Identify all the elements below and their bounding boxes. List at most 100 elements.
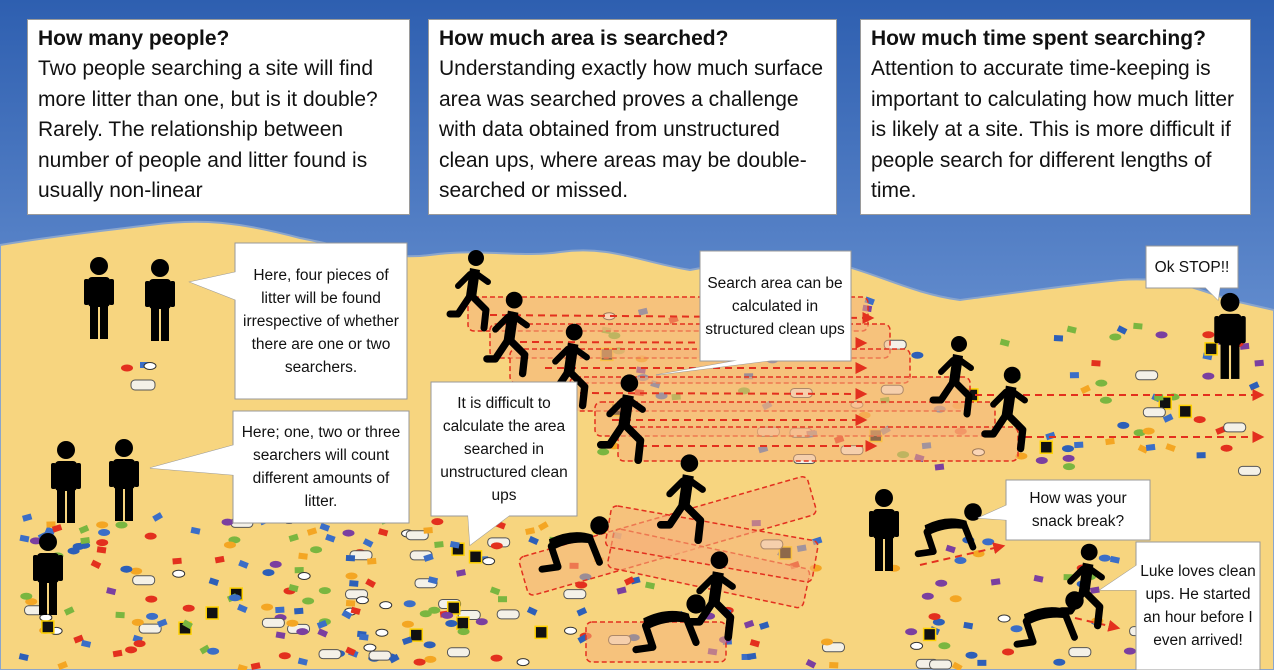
litter-piece xyxy=(106,587,117,596)
litter-piece xyxy=(576,607,588,617)
litter-piece xyxy=(379,601,393,610)
standing-person-icon xyxy=(109,439,139,521)
litter-piece xyxy=(294,567,304,574)
litter-piece xyxy=(67,547,80,555)
litter-piece xyxy=(475,618,488,626)
litter-piece xyxy=(98,529,111,537)
standing-person-icon xyxy=(869,489,899,571)
litter-piece xyxy=(190,526,201,535)
bottle-icon xyxy=(1238,465,1262,476)
litter-piece xyxy=(498,596,508,603)
litter-piece xyxy=(1248,381,1260,391)
litter-piece xyxy=(125,646,138,654)
litter-piece xyxy=(297,657,308,666)
running-person-icon xyxy=(656,454,706,545)
litter-piece xyxy=(250,662,261,670)
litter-piece xyxy=(911,351,924,359)
litter-piece xyxy=(972,550,985,558)
litter-piece xyxy=(977,659,987,666)
litter-piece xyxy=(133,640,146,648)
running-person-icon xyxy=(1058,543,1105,630)
litter-piece xyxy=(228,594,241,602)
litter-piece xyxy=(526,606,538,616)
litter-piece xyxy=(345,646,356,656)
litter-piece xyxy=(96,539,109,547)
litter-piece xyxy=(1033,574,1044,583)
litter-piece xyxy=(490,654,503,662)
callout-ok-stop: Ok STOP!! xyxy=(1148,248,1236,286)
litter-piece xyxy=(18,653,29,661)
litter-piece xyxy=(1089,586,1100,594)
callout-ok-stop-text: Ok STOP!! xyxy=(1154,258,1230,276)
bubble-snack-break xyxy=(977,479,1151,541)
litter-piece xyxy=(1162,413,1174,423)
bottle-icon xyxy=(318,649,342,660)
standing-person-icon xyxy=(84,257,114,339)
litter-piece xyxy=(1063,463,1076,471)
litter-piece xyxy=(275,631,286,639)
bottle-icon xyxy=(368,650,392,661)
litter-piece xyxy=(1074,441,1084,449)
callout-difficult-text: It is difficult to calculate the area se… xyxy=(440,394,568,504)
litter-piece xyxy=(423,641,436,649)
litter-piece xyxy=(423,553,434,562)
litter-piece xyxy=(999,338,1010,347)
wrapper-icon xyxy=(446,601,461,615)
litter-piece xyxy=(490,542,503,550)
litter-piece xyxy=(286,619,299,627)
litter-piece xyxy=(115,611,125,619)
litter-piece xyxy=(758,621,770,630)
litter-piece xyxy=(1117,421,1130,429)
litter-piece xyxy=(319,522,331,532)
header-title-time: How much time spent searching? xyxy=(871,27,1206,50)
callout-search-area-text: Search area can be calculated in structu… xyxy=(705,274,845,338)
litter-piece xyxy=(152,512,163,522)
litter-piece xyxy=(965,651,978,659)
litter-piece xyxy=(365,578,376,589)
wrapper-icon xyxy=(1178,404,1193,419)
litter-piece xyxy=(298,552,308,560)
litter-piece xyxy=(29,537,42,545)
litter-piece xyxy=(325,533,336,543)
litter-piece xyxy=(19,534,30,543)
litter-piece xyxy=(1095,379,1108,387)
litter-piece xyxy=(237,603,248,613)
wrapper-icon xyxy=(1204,342,1218,356)
litter-piece xyxy=(20,592,33,600)
litter-piece xyxy=(1220,444,1233,452)
litter-piece xyxy=(214,555,225,564)
litter-piece xyxy=(1196,452,1206,459)
litter-piece xyxy=(419,610,432,618)
litter-piece xyxy=(208,577,220,586)
bottle-icon xyxy=(1223,422,1247,433)
litter-piece xyxy=(597,448,610,456)
wrapper-icon xyxy=(468,550,483,564)
callout-difficult: It is difficult to calculate the area se… xyxy=(433,384,575,514)
search-arrow xyxy=(1074,617,1121,632)
litter-piece xyxy=(623,576,635,586)
litter-piece xyxy=(221,518,234,526)
running-person-icon xyxy=(686,551,736,642)
litter-piece xyxy=(456,569,466,577)
litter-piece xyxy=(81,639,92,648)
litter-piece xyxy=(427,576,439,585)
litter-piece xyxy=(144,532,157,540)
litter-piece xyxy=(302,597,315,605)
litter-piece xyxy=(403,600,416,608)
litter-piece xyxy=(1202,331,1215,339)
litter-piece xyxy=(359,633,369,641)
bottle-icon xyxy=(405,530,429,541)
litter-piece xyxy=(146,612,159,620)
litter-piece xyxy=(294,607,304,615)
litter-piece xyxy=(96,521,109,529)
litter-piece xyxy=(316,620,328,629)
callout-snack-break-text: How was your snack break? xyxy=(1029,490,1127,530)
litter-piece xyxy=(525,527,536,535)
litter-piece xyxy=(90,559,102,569)
litter-piece xyxy=(63,606,75,616)
litter-piece xyxy=(1123,647,1136,655)
litter-piece xyxy=(388,653,400,664)
litter-piece xyxy=(145,595,158,603)
litter-piece xyxy=(1133,322,1143,330)
